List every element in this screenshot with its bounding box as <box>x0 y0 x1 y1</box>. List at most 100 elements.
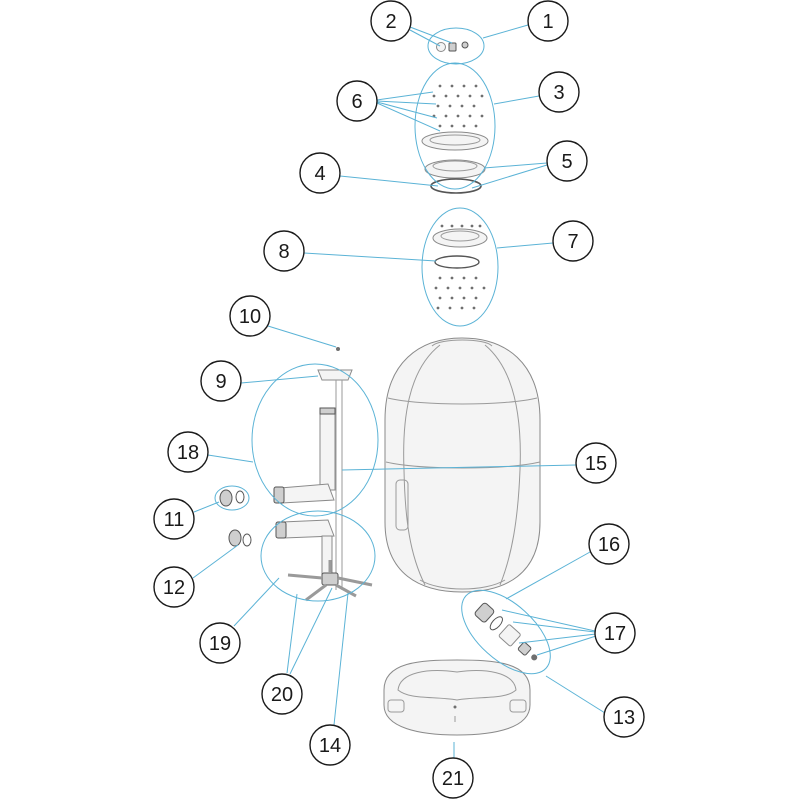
callout-4-label: 4 <box>314 163 325 185</box>
lid-screw-dot <box>448 104 452 108</box>
flange-bolt-dot <box>436 306 440 310</box>
flange-bolt-dot <box>462 276 466 280</box>
flange-ring <box>432 228 488 248</box>
lateral-arm-front-right <box>335 583 357 598</box>
leader-7 <box>496 242 554 249</box>
lid-screw-dot <box>436 104 440 108</box>
lid-screw-dot <box>450 124 454 128</box>
lid-screw-dot <box>460 104 464 108</box>
lateral-arm-left <box>287 573 323 580</box>
leader-3 <box>493 95 540 105</box>
enclosure-part-7 <box>421 207 499 327</box>
leader-8 <box>303 252 437 262</box>
flange-bolt-dot <box>470 286 474 290</box>
union-ring-lower-icon <box>242 533 252 547</box>
enclosure-part-11 <box>214 485 250 511</box>
base-hole <box>453 705 457 709</box>
leader-20a <box>286 593 298 674</box>
lid-cover-top <box>432 160 478 172</box>
leader-15 <box>341 464 577 471</box>
lid-clamp-ring-inner <box>429 134 481 146</box>
tank-middle-band <box>385 461 541 469</box>
tank-rib-left <box>403 344 441 586</box>
callout-15-label: 15 <box>585 453 607 475</box>
callout-17-label: 17 <box>604 623 626 645</box>
tank-shell <box>384 337 541 593</box>
lid-screw-dot <box>462 84 466 88</box>
flange-bolt-dot <box>474 296 478 300</box>
lid-screw-dot <box>456 114 460 118</box>
leader-18 <box>207 454 254 463</box>
lid-screw-dot <box>444 94 448 98</box>
leader-1 <box>482 24 529 39</box>
leader-5b <box>471 164 548 189</box>
lid-screw-dot <box>480 94 484 98</box>
lateral-arm-front-left <box>305 583 327 602</box>
lateral-hub <box>321 572 339 586</box>
part-3-lid-assembly <box>432 84 484 128</box>
callout-3: 3 <box>538 71 580 113</box>
leader-11 <box>193 501 220 513</box>
leader-6b <box>376 100 437 105</box>
callout-9-label: 9 <box>215 371 226 393</box>
part-11-unions <box>219 489 245 507</box>
lid-screw-dot <box>468 94 472 98</box>
tank-side-window <box>395 479 409 531</box>
flange-bolt-dot <box>470 224 474 228</box>
tank-upper-band <box>387 397 538 405</box>
lid-screw-dot <box>438 124 442 128</box>
callout-10: 10 <box>229 295 271 337</box>
callout-10-label: 10 <box>239 306 261 328</box>
leader-19 <box>233 577 280 627</box>
callout-2-label: 2 <box>385 11 396 33</box>
tank-rib-right <box>484 344 521 586</box>
lid-screw-dot <box>456 94 460 98</box>
flange-bolt-dot <box>472 306 476 310</box>
callout-1-label: 1 <box>542 11 553 33</box>
callout-18-label: 18 <box>177 442 199 464</box>
drain-small-cap <box>531 654 538 661</box>
leader-17d <box>536 635 597 656</box>
callout-12: 12 <box>153 566 195 608</box>
callout-5-label: 5 <box>561 151 572 173</box>
flange-bolt-dot <box>450 224 454 228</box>
lid-screw-dot <box>468 114 472 118</box>
lid-cover <box>424 159 486 179</box>
callout-9: 9 <box>200 360 242 402</box>
leader-5a <box>483 162 548 169</box>
leader-13 <box>545 675 606 714</box>
filter-tank-body <box>384 337 541 593</box>
callout-6: 6 <box>336 80 378 122</box>
lid-screw-dot <box>474 84 478 88</box>
flange-bolts <box>434 224 486 310</box>
callout-16: 16 <box>588 523 630 565</box>
callout-8-label: 8 <box>278 241 289 263</box>
leader-2b <box>409 26 453 44</box>
callout-7-label: 7 <box>567 231 578 253</box>
enclosure-part-1-2 <box>427 27 485 65</box>
callout-14: 14 <box>309 724 351 766</box>
leader-lines <box>192 24 606 758</box>
callout-13: 13 <box>603 696 645 738</box>
enclosure-part-3 <box>414 62 496 190</box>
air-tube <box>319 409 336 491</box>
leader-20b <box>289 587 333 675</box>
flange-bolt-dot <box>438 276 442 280</box>
callout-11-label: 11 <box>164 509 185 531</box>
part-16-17-drain-assembly <box>474 602 538 661</box>
callout-20-label: 20 <box>271 684 293 706</box>
flange-bolt-dot <box>448 306 452 310</box>
leader-17b <box>512 621 596 633</box>
lid-screw-dot <box>474 124 478 128</box>
lid-screw-dot <box>438 84 442 88</box>
flange-bolt-dot <box>438 296 442 300</box>
small-seal-icon <box>461 41 469 49</box>
diffuser-funnel <box>317 369 353 381</box>
leader-14 <box>333 592 349 726</box>
lateral-arm-right <box>337 576 373 587</box>
flange-bolt-dot <box>434 286 438 290</box>
part-20-laterals <box>287 560 373 602</box>
upper-manifold-thread <box>273 486 285 504</box>
flange-bolt-dot <box>458 286 462 290</box>
